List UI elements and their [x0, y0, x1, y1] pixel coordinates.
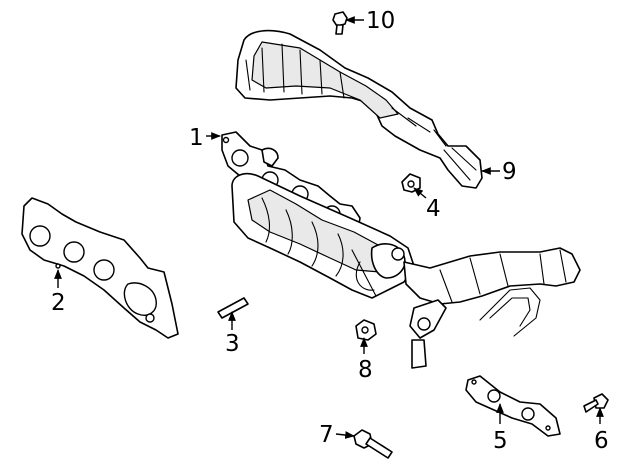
callout-label-3: 3	[225, 331, 240, 357]
callout-label-2: 2	[51, 290, 66, 316]
callout-10: 10	[345, 8, 395, 34]
callout-1: 1	[189, 125, 221, 151]
nut-4	[401, 173, 421, 193]
callout-6: 6	[594, 407, 609, 454]
callout-4: 4	[413, 187, 441, 222]
callout-label-9: 9	[502, 159, 517, 185]
nut-8	[355, 319, 377, 341]
callout-label-1: 1	[189, 125, 204, 151]
callout-9: 9	[481, 159, 517, 185]
callout-2: 2	[51, 269, 66, 316]
heat-shield	[235, 29, 483, 189]
callout-label-4: 4	[426, 196, 441, 222]
callout-3: 3	[225, 311, 240, 357]
bolt-7	[353, 429, 393, 459]
callout-label-5: 5	[493, 428, 508, 454]
callout-label-8: 8	[358, 357, 373, 383]
bolt-6	[583, 393, 609, 413]
callout-label-6: 6	[594, 428, 609, 454]
callout-8: 8	[358, 337, 373, 383]
bolt-10	[332, 11, 348, 35]
exhaust-manifold-catalytic-converter	[221, 131, 581, 369]
exhaust-manifold-gasket	[21, 197, 179, 339]
callout-5: 5	[493, 403, 508, 454]
callout-7: 7	[319, 422, 355, 448]
callout-label-10: 10	[366, 8, 395, 34]
callout-label-7: 7	[319, 422, 334, 448]
stud-pin	[217, 297, 249, 319]
flange-gasket	[465, 375, 561, 437]
